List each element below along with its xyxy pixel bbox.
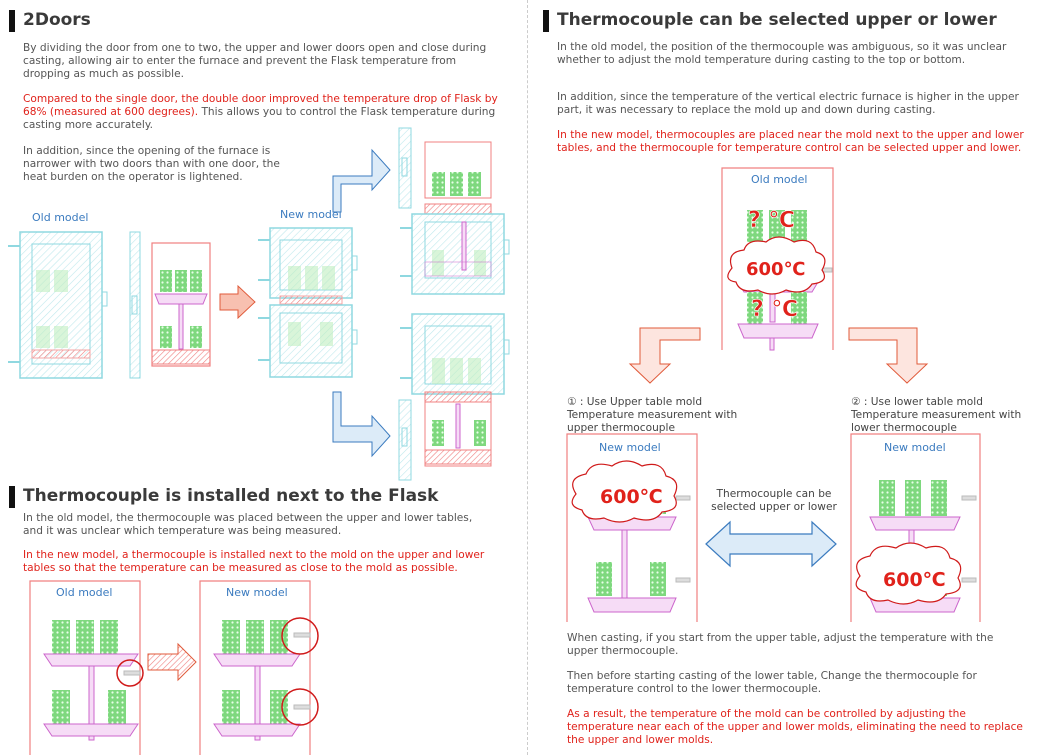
temperature-cloud <box>571 460 678 523</box>
temp-unknown-bottom: ? ℃ <box>751 297 798 322</box>
transition-arrow <box>219 284 256 320</box>
lower-door-open <box>398 313 510 481</box>
option1-line: Temperature measurement with <box>567 409 738 421</box>
temp-600-upper: 600℃ <box>600 486 663 508</box>
old-furnace-interior <box>151 242 211 367</box>
paragraph: Compared to the single door, the double … <box>23 93 503 132</box>
thermocouple-highlight <box>281 688 319 726</box>
temperature-cloud <box>727 236 826 295</box>
column-divider <box>527 0 528 755</box>
paragraph: Then before starting casting of the lowe… <box>567 670 977 695</box>
selection-double-arrow <box>705 520 837 568</box>
temperature-cloud <box>855 542 962 605</box>
section-marker <box>9 486 15 508</box>
temp-unknown-top: ? ℃ <box>748 208 795 233</box>
option2-caption: ② : Use lower table mold Temperature mea… <box>851 396 1041 435</box>
upper-open-arrow <box>332 148 391 213</box>
highlight-paragraph: In the new model, thermocouples are plac… <box>557 129 1024 154</box>
old-model-label: Old model <box>32 211 89 224</box>
selectable-caption: Thermocouple can be selected upper or lo… <box>704 488 844 514</box>
temp-600-lower: 600℃ <box>883 569 946 591</box>
lower-open-arrow <box>332 391 391 458</box>
temp-600-old: 600℃ <box>746 259 805 280</box>
section-title-installed: Thermocouple is installed next to the Fl… <box>23 486 439 506</box>
section-title-2doors: 2Doors <box>23 10 91 30</box>
new-model-label: New model <box>280 208 342 221</box>
option1-line: ① : Use Upper table mold <box>567 396 703 408</box>
thermocouple-position-diagram <box>29 580 319 755</box>
new-model-label: New model <box>884 441 946 454</box>
option2-furnace <box>850 433 981 622</box>
upper-door-open <box>398 127 510 295</box>
new-furnace <box>258 227 358 378</box>
highlight-paragraph: As a result, the temperature of the mold… <box>567 708 1023 746</box>
old-model-furnace <box>721 167 834 351</box>
old-model-label: Old model <box>751 173 808 186</box>
paragraph-text: This allows you to control the Flask tem… <box>23 106 496 131</box>
option1-furnace <box>566 433 698 622</box>
transition-arrow <box>147 642 197 682</box>
selectable-line: Thermocouple can be <box>716 488 832 500</box>
paragraph: When casting, if you start from the uppe… <box>567 632 994 657</box>
paragraph: By dividing the door from one to two, th… <box>23 42 487 80</box>
option2-line: lower thermocouple <box>851 422 957 434</box>
option1-caption: ① : Use Upper table mold Temperature mea… <box>567 396 767 435</box>
old-furnace <box>8 231 141 379</box>
section-title-selected: Thermocouple can be selected upper or lo… <box>557 10 997 30</box>
paragraph: In addition, since the opening of the fu… <box>23 145 280 183</box>
branch-arrow-right <box>848 327 929 384</box>
thermocouple-highlight <box>281 617 319 655</box>
selectable-line: selected upper or lower <box>711 501 837 513</box>
old-model-label: Old model <box>56 586 113 599</box>
thermocouple-highlight <box>116 659 144 687</box>
paragraph: In the old model, the thermocouple was p… <box>23 512 473 537</box>
option2-line: ② : Use lower table mold <box>851 396 983 408</box>
highlight-paragraph: In the new model, a thermocouple is inst… <box>23 549 485 574</box>
paragraph: In addition, since the temperature of th… <box>557 91 1019 116</box>
section-marker <box>543 10 549 32</box>
section-marker <box>9 10 15 32</box>
option2-line: Temperature measurement with <box>851 409 1022 421</box>
thermocouple-selection-diagram: ? ℃ 600℃ ? ℃ 600℃ 600℃ <box>566 167 981 622</box>
paragraph: In the old model, the position of the th… <box>557 41 1007 66</box>
highlight-text: Compared to the single door, the double … <box>23 93 498 118</box>
two-doors-diagram <box>8 127 510 481</box>
branch-arrow-left <box>628 327 701 384</box>
new-model-label: New model <box>226 586 288 599</box>
new-model-label: New model <box>599 441 661 454</box>
option1-line: upper thermocouple <box>567 422 675 434</box>
